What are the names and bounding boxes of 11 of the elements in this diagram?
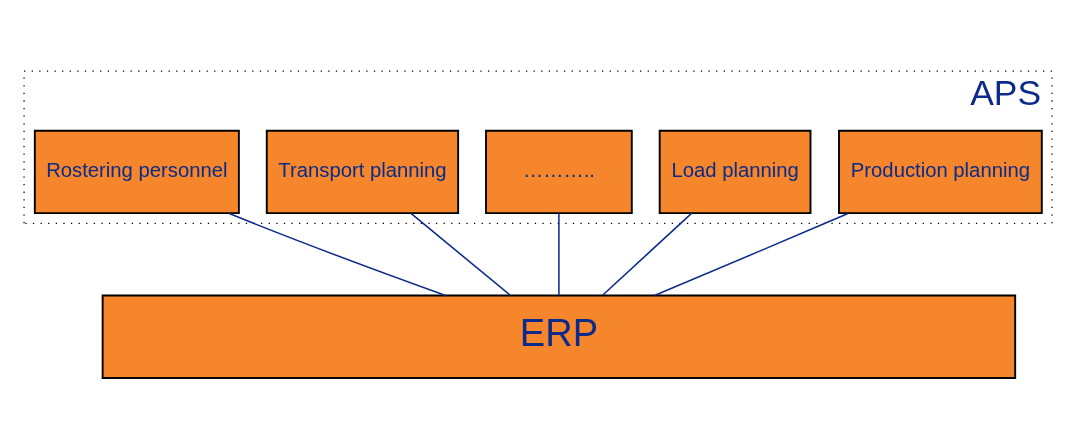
node-box: ERP bbox=[101, 294, 1017, 379]
connector bbox=[410, 212, 511, 296]
node-box: Production planning bbox=[838, 129, 1043, 214]
node-box: ……….. bbox=[485, 129, 633, 214]
node-box: Transport planning bbox=[265, 129, 460, 214]
connector bbox=[601, 212, 693, 296]
connector bbox=[653, 211, 850, 296]
connector bbox=[558, 212, 560, 296]
node-box: Load planning bbox=[658, 129, 812, 214]
connector bbox=[227, 211, 447, 296]
node-box: Rostering personnel bbox=[33, 129, 240, 214]
